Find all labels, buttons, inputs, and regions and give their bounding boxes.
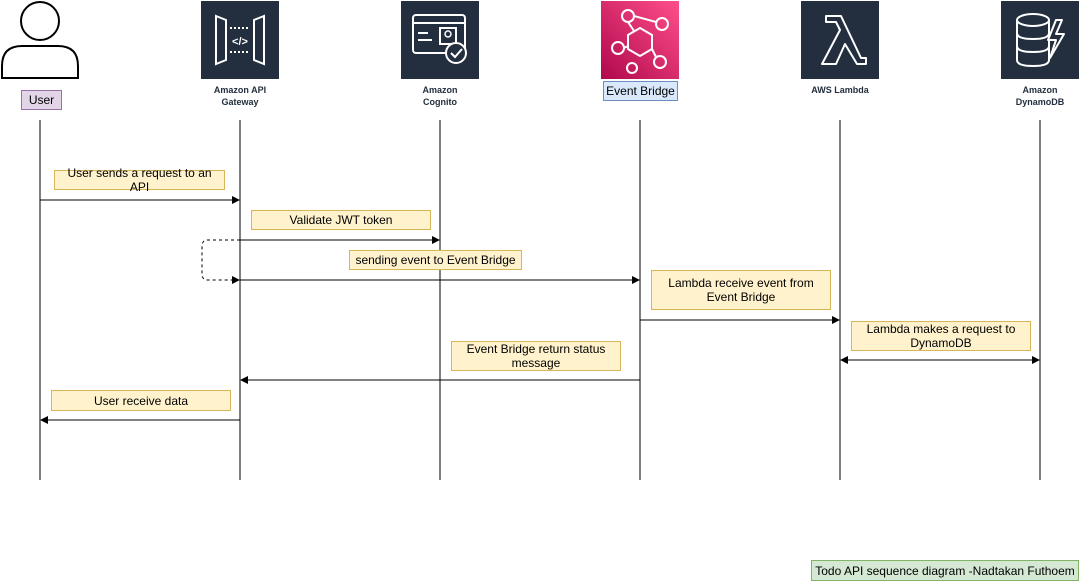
arrow-self-loop-api <box>201 239 240 284</box>
svg-text:</>: </> <box>232 36 248 48</box>
lambda-icon <box>801 1 879 79</box>
message-note: sending event to Event Bridge <box>349 250 522 270</box>
participant-label-cognito: Amazon Cognito <box>422 85 458 107</box>
message-note: User receive data <box>51 390 231 411</box>
participant-label-event-bridge: Event Bridge <box>603 81 678 101</box>
participant-label-api-gateway: Amazon API Gateway <box>213 85 267 107</box>
message-note: Validate JWT token <box>251 210 431 230</box>
message-note: Event Bridge return status message <box>451 341 621 371</box>
eventbridge-icon <box>601 1 679 79</box>
dynamodb-icon <box>1001 1 1079 79</box>
message-note: Lambda receive event from Event Bridge <box>651 270 831 310</box>
participant-label-lambda: AWS Lambda <box>811 85 869 95</box>
user-icon <box>1 1 79 79</box>
diagram-caption: Todo API sequence diagram -Nadtakan Futh… <box>811 560 1079 581</box>
message-note: Lambda makes a request to DynamoDB <box>851 321 1031 351</box>
api-gateway-icon: </> <box>201 1 279 79</box>
cognito-icon <box>401 1 479 79</box>
message-note: User sends a request to an API <box>54 166 225 194</box>
participant-label-dynamodb: Amazon DynamoDB <box>1015 85 1065 107</box>
participant-label-user: User <box>21 90 62 110</box>
